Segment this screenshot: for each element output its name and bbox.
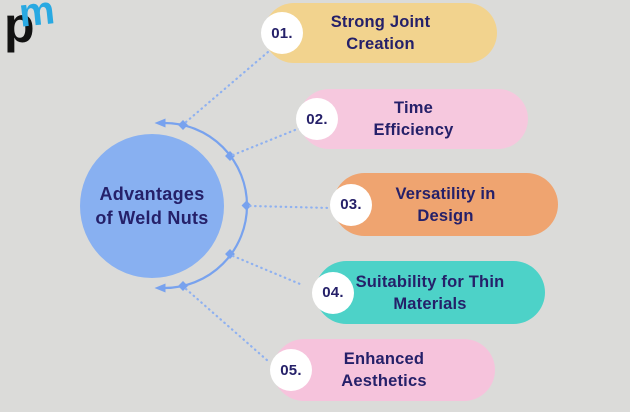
advantage-pill-4: 04. Suitability for Thin Materials <box>312 261 545 324</box>
advantage-pill-3: 03. Versatility in Design <box>330 173 558 236</box>
pill-1-title-line1: Strong Joint <box>330 13 431 31</box>
brand-logo: p m <box>4 0 68 68</box>
number-badge-2: 02. <box>296 98 338 140</box>
arc-arrow-top-icon <box>154 118 166 128</box>
number-label-1: 01. <box>271 24 293 42</box>
number-label-4: 04. <box>322 284 344 301</box>
arc-node-3 <box>241 200 252 211</box>
number-badge-1: 01. <box>261 12 303 54</box>
advantage-pill-2: 02. Time Efficiency <box>296 89 528 149</box>
advantage-pill-5: 05. Enhanced Aesthetics <box>270 339 495 401</box>
pill-3-title-line1: Versatility in <box>395 184 496 203</box>
pill-1-title-line2: Creation <box>346 35 415 53</box>
central-title-line1: Advantages <box>99 184 205 204</box>
central-title-line2: of Weld Nuts <box>95 208 209 228</box>
arc-arrow-bottom-icon <box>154 283 166 293</box>
pill-3-title-line2: Design <box>417 206 474 225</box>
logo-letter-p: p <box>4 0 35 53</box>
pill-2-title-line2: Efficiency <box>373 121 454 139</box>
number-badge-5: 05. <box>270 349 312 391</box>
arc-node-2 <box>225 151 235 161</box>
number-label-2: 02. <box>306 110 328 128</box>
dotted-lead-5 <box>184 287 270 363</box>
dotted-lead-4 <box>231 254 302 286</box>
pill-5-title-line2: Aesthetics <box>341 372 427 390</box>
pill-4-title-line2: Materials <box>393 294 467 313</box>
number-label-5: 05. <box>280 361 302 379</box>
dotted-lead-2 <box>231 126 302 157</box>
advantage-pill-1: 01. Strong Joint Creation <box>261 3 497 63</box>
dotted-lead-1 <box>184 50 270 124</box>
dotted-lead-3 <box>248 204 332 210</box>
number-badge-4: 04. <box>312 271 354 314</box>
pill-2-title-line1: Time <box>393 99 433 117</box>
pill-4-title-line1: Suitability for Thin <box>355 272 505 291</box>
number-label-3: 03. <box>340 196 362 213</box>
logo-letter-m: m <box>16 0 57 36</box>
pill-5-title-line1: Enhanced <box>343 350 425 368</box>
central-topic-circle: Advantages of Weld Nuts <box>80 134 224 278</box>
number-badge-3: 03. <box>330 183 372 226</box>
